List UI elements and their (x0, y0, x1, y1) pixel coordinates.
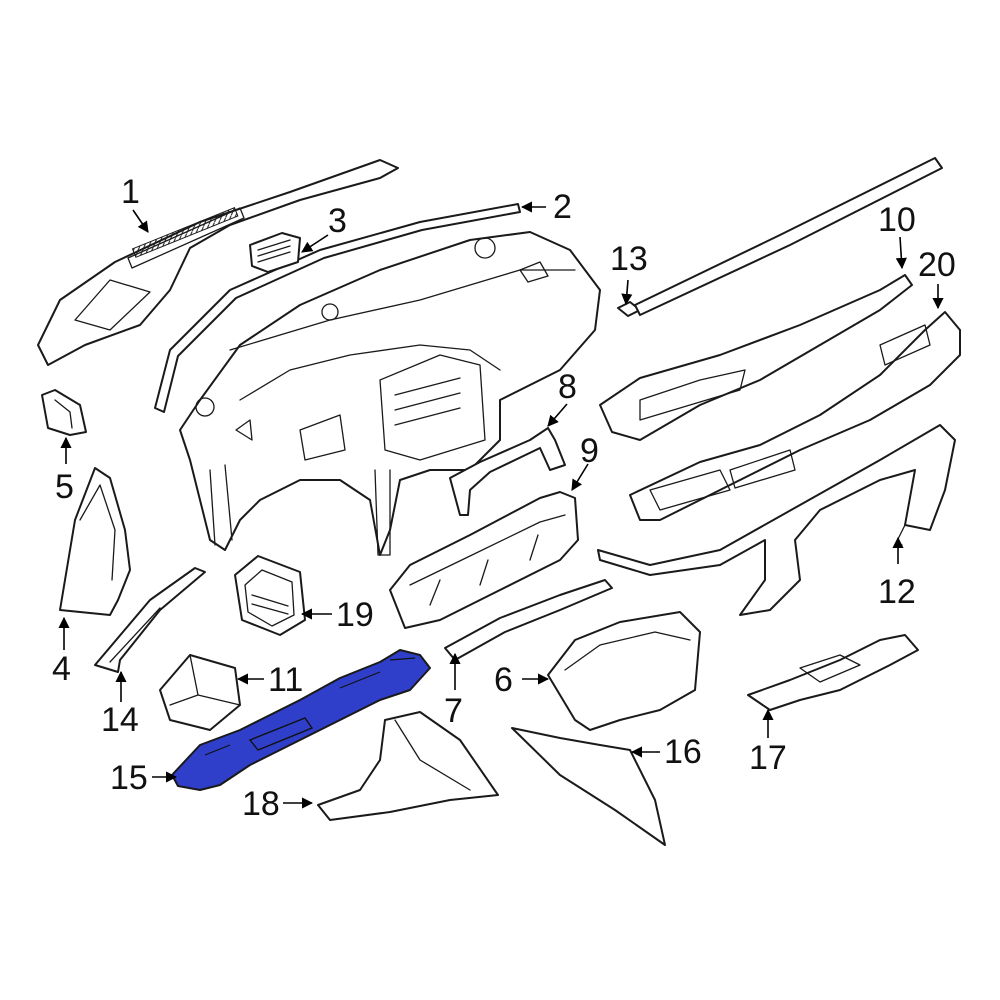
part-16-side-panel[interactable] (511, 727, 666, 846)
callout-10: 10 (878, 201, 916, 239)
callout-1: 1 (121, 173, 140, 211)
part-7-lower-strip[interactable] (444, 579, 613, 661)
part-6-cluster-housing[interactable] (547, 611, 701, 731)
part-9-center-frame[interactable] (389, 491, 579, 629)
callout-4: 4 (52, 650, 71, 688)
part-4-side-end-panel[interactable] (59, 467, 131, 616)
part-8-bezel-bracket[interactable] (449, 427, 566, 516)
callout-17: 17 (749, 739, 787, 777)
callout-6: 6 (494, 661, 513, 699)
part-19-vent-housing[interactable] (234, 555, 306, 636)
part-20-vent-panel[interactable] (629, 311, 961, 521)
callout-2: 2 (553, 188, 572, 226)
callout-labels: 1 2 3 4 5 6 7 8 9 10 11 12 13 14 15 16 1… (52, 173, 956, 823)
callout-18: 18 (242, 785, 280, 823)
callout-16: 16 (664, 733, 702, 771)
part-10-trim-panel[interactable] (599, 274, 913, 441)
callout-5: 5 (55, 468, 74, 506)
callout-14: 14 (101, 701, 139, 739)
callout-7: 7 (444, 692, 463, 730)
callout-13: 13 (610, 240, 648, 278)
callout-12: 12 (878, 573, 916, 611)
callout-3: 3 (328, 202, 347, 240)
instrument-panel-assembly (179, 231, 601, 556)
part-1-dash-top-cover[interactable] (37, 159, 399, 366)
part-10-upper-trim[interactable] (634, 157, 943, 316)
part-3-air-vent[interactable] (249, 232, 301, 273)
part-5-bracket[interactable] (41, 389, 87, 436)
part-17-support-bracket[interactable] (747, 634, 919, 711)
part-2-trim-strip[interactable] (154, 203, 521, 413)
part-14-side-trim[interactable] (94, 567, 206, 673)
callout-19: 19 (336, 596, 374, 634)
leader-lines (58, 201, 944, 809)
callout-11: 11 (268, 661, 303, 699)
part-18-lower-cover[interactable] (317, 711, 499, 821)
callout-8: 8 (558, 368, 577, 406)
callout-9: 9 (580, 432, 599, 470)
callout-20: 20 (918, 246, 956, 284)
part-15-lower-trim-panel-highlighted[interactable] (171, 649, 431, 791)
callout-15: 15 (110, 759, 148, 797)
part-11-airbag-module[interactable] (159, 654, 241, 731)
